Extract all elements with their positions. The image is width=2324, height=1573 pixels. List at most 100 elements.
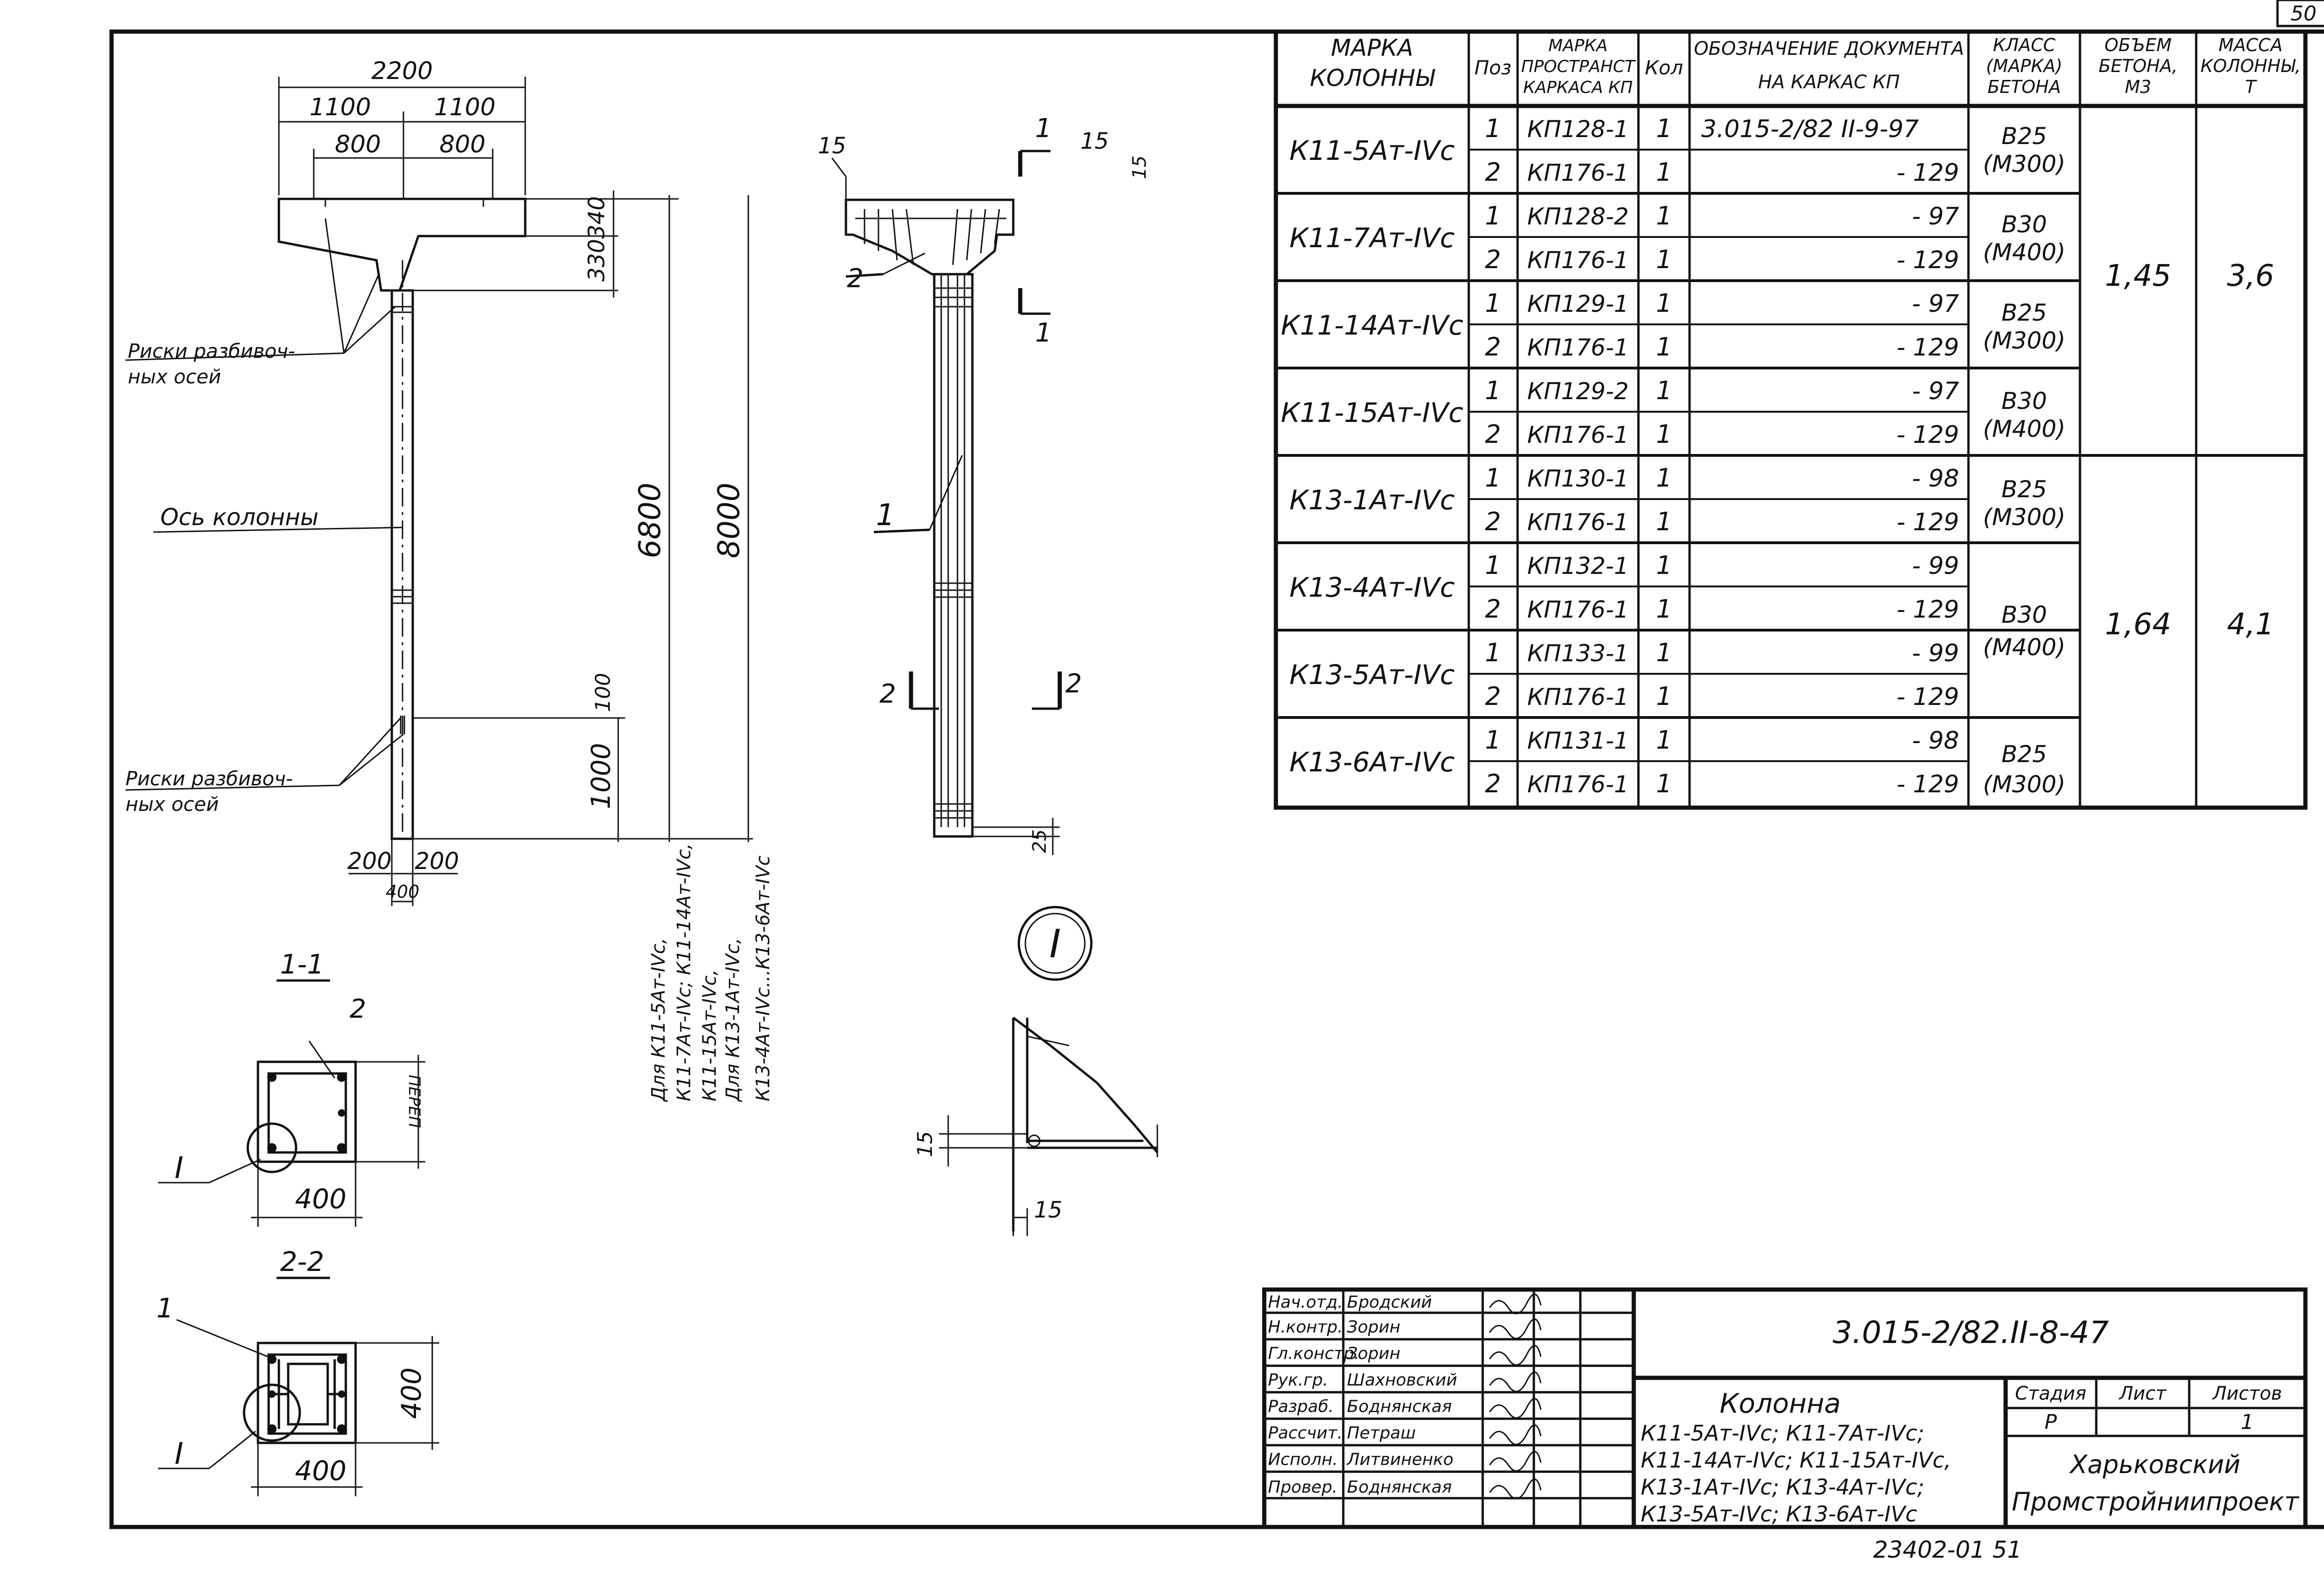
volume-k13: 1,64: [2105, 607, 2172, 642]
spec-cell-doc: - 129: [1896, 770, 1959, 798]
drawing-marks-3: К13-1Ат-IVс; К13-4Ат-IVс;: [1641, 1474, 1924, 1500]
title-block-name: Зорин: [1347, 1344, 1400, 1363]
hdr-mass-1: МАССА: [2218, 35, 2283, 55]
section-1-1-node: I: [175, 1151, 184, 1185]
label-risks-top-line1: Риски разбивоч-: [128, 340, 295, 362]
title-block-role: Нач.отд.: [1268, 1293, 1343, 1312]
dim-8000: 8000: [712, 483, 746, 559]
spec-column-mark: К11-5Ат-IVс: [1289, 135, 1455, 166]
concrete-m400-1: (М400): [1983, 239, 2066, 266]
signature-scribble: [1489, 1371, 1542, 1392]
title-block-name: Боднянская: [1347, 1397, 1452, 1416]
spec-table-merged-cells: В25 (М300) В30 (М400) В25 (М300) В30 (М4…: [1983, 123, 2274, 798]
spec-cell-qty: 1: [1656, 289, 1672, 318]
spec-cell-qty: 1: [1656, 551, 1672, 580]
signature-scribble: [1489, 1424, 1542, 1445]
title-block-role: Гл.констр.: [1268, 1344, 1360, 1363]
dim-340: 340: [584, 196, 610, 239]
spec-cell-doc: - 98: [1912, 727, 1959, 755]
hdr-kp-3: КАРКАСА КП: [1523, 78, 1633, 97]
spec-cell-kp: КП128-1: [1527, 116, 1629, 143]
section-1-1-width: 400: [295, 1183, 347, 1215]
spec-cell-kp: КП132-1: [1527, 553, 1629, 579]
concrete-b25-4: В25: [2001, 741, 2047, 768]
concrete-m300-4: (М300): [1983, 771, 2066, 798]
concrete-m400-3: (М400): [1983, 634, 2066, 661]
detail-dim-15-b: 15: [1034, 1197, 1062, 1223]
dim-100: 100: [591, 673, 615, 712]
title-block: 3.015-2/82.II-8-47 Колонна К11-5Ат-IVс; …: [1262, 1287, 2308, 1529]
dim-1100-right: 1100: [434, 93, 495, 121]
section-2-2-width: 400: [295, 1455, 347, 1487]
hdr-kp-2: ПРОСТРАНСТ: [1521, 57, 1637, 76]
stage-value: Р: [2045, 1410, 2057, 1434]
section-2-2-pos: 1: [157, 1292, 174, 1324]
spec-cell-qty: 1: [1656, 594, 1672, 624]
sheets-value: 1: [2241, 1410, 2254, 1434]
spec-cell-qty: 1: [1656, 682, 1672, 711]
spec-cell-pos: 2: [1485, 507, 1501, 536]
hdr-pos: Поз: [1474, 56, 1512, 79]
spec-cell-kp: КП176-1: [1527, 596, 1629, 623]
sheet-frame: 50 23402-01 51: [109, 0, 2324, 1563]
dim-200-left: 200: [347, 848, 391, 875]
concrete-b25-1: В25: [2001, 123, 2047, 150]
spec-cell-kp: КП176-1: [1527, 509, 1629, 536]
note-line3: К11-15Ат-IVс,: [699, 969, 720, 1101]
drawing-title: Колонна: [1720, 1388, 1841, 1419]
column-elevation: 2200 1100 1100 800 800 340 330 6800 8000: [125, 57, 774, 1102]
concrete-b30-1: В30: [2001, 211, 2047, 238]
cage-pos-1: 1: [876, 498, 895, 533]
spec-cell-pos: 1: [1485, 463, 1501, 493]
spec-cell-pos: 1: [1485, 376, 1501, 405]
signature-scribble: [1489, 1345, 1542, 1366]
spec-cell-doc: - 129: [1896, 596, 1959, 624]
hdr-mark-2: КОЛОННЫ: [1310, 65, 1435, 92]
spec-cell-doc: - 129: [1896, 159, 1959, 187]
doc-code: 3.015-2/82.II-8-47: [1833, 1315, 2109, 1350]
spec-cell-kp: КП176-1: [1527, 684, 1629, 711]
sheet-number: 50: [2291, 2, 2317, 26]
dim-200-right: 200: [415, 848, 459, 875]
spec-column-mark: К13-1Ат-IVс: [1289, 484, 1455, 516]
reinforcement-cage-view: 15 15 15 1 1 2 1 2 2 25: [818, 113, 1150, 855]
cut-1-top-label: 1: [1035, 113, 1052, 144]
mass-k11: 3,6: [2227, 259, 2274, 293]
spec-cell-pos: 2: [1485, 769, 1501, 798]
signature-scribble: [1489, 1478, 1542, 1500]
title-block-signatories: Нач.отд.БродскийН.контр.ЗоринГл.констр.З…: [1268, 1293, 1542, 1500]
spec-cell-pos: 1: [1485, 551, 1501, 580]
spec-cell-doc: - 129: [1896, 421, 1959, 449]
spec-cell-pos: 2: [1485, 158, 1501, 187]
hdr-vol-2: БЕТОНА,: [2099, 56, 2178, 76]
concrete-m300-2: (М300): [1983, 327, 2066, 354]
title-block-name: Петраш: [1347, 1424, 1416, 1443]
title-block-role: Провер.: [1268, 1478, 1338, 1497]
spec-cell-doc: - 129: [1896, 508, 1959, 536]
label-column-axis: Ось колонны: [160, 504, 318, 531]
note-line4: Для К13-1Ат-IVс,: [722, 938, 744, 1102]
cage-dim-25: 25: [1029, 829, 1050, 853]
concrete-b25-2: В25: [2001, 299, 2047, 326]
hdr-mass-3: Т: [2245, 77, 2257, 97]
concrete-m300-3: (М300): [1983, 504, 2066, 531]
cage-dim-15-left: 15: [818, 133, 846, 159]
spec-column-mark: К11-15Ат-IVс: [1281, 397, 1464, 428]
spec-column-mark: К11-7Ат-IVс: [1289, 222, 1455, 254]
spec-cell-kp: КП133-1: [1527, 640, 1629, 667]
spec-cell-doc: - 97: [1912, 290, 1959, 318]
dim-1100-left: 1100: [310, 93, 371, 121]
hdr-mark-1: МАРКА: [1331, 34, 1413, 61]
signature-scribble: [1489, 1398, 1542, 1419]
title-block-name: Шахновский: [1347, 1371, 1457, 1390]
dim-800-right: 800: [439, 131, 485, 158]
title-block-name: Бродский: [1347, 1293, 1432, 1312]
title-block-name: Зорин: [1347, 1318, 1400, 1337]
spec-cell-kp: КП176-1: [1527, 771, 1629, 798]
section-1-1-label: 1-1: [280, 948, 324, 980]
spec-cell-kp: КП129-1: [1527, 290, 1629, 317]
spec-cell-pos: 1: [1485, 201, 1501, 230]
concrete-b30-3: В30: [2001, 601, 2047, 628]
